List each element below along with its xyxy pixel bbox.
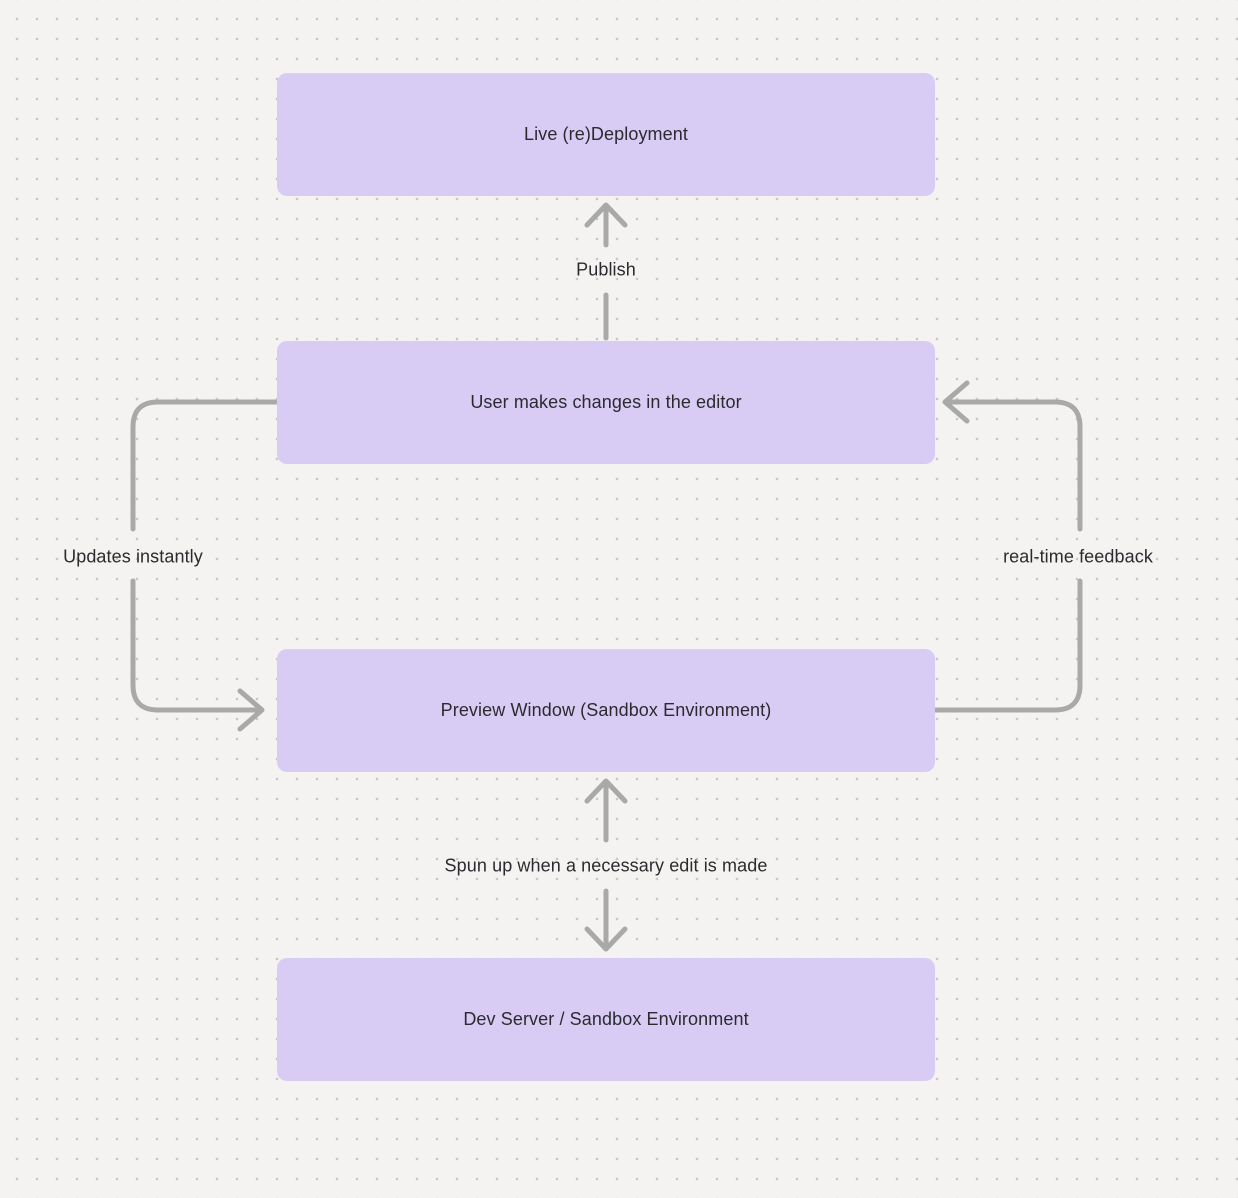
node-live-redeployment-label: Live (re)Deployment — [524, 124, 688, 144]
spun-up-arrow — [584, 778, 628, 952]
node-user-editor-label: User makes changes in the editor — [470, 392, 742, 412]
node-preview-window-label: Preview Window (Sandbox Environment) — [440, 700, 772, 720]
updates-instantly-arrow — [130, 399, 280, 732]
edge-label-spun-up: Spun up when a necessary edit is made — [444, 855, 768, 876]
node-dev-server[interactable]: Dev Server / Sandbox Environment — [277, 958, 935, 1081]
edge-label-updates-instantly: Updates instantly — [63, 546, 203, 567]
node-dev-server-label: Dev Server / Sandbox Environment — [463, 1009, 749, 1029]
edge-label-real-time-feedback: real-time feedback — [1003, 546, 1153, 567]
real-time-feedback-arrow — [932, 380, 1083, 713]
node-live-redeployment[interactable]: Live (re)Deployment — [277, 73, 935, 196]
edge-label-publish: Publish — [576, 259, 636, 280]
node-preview-window[interactable]: Preview Window (Sandbox Environment) — [277, 649, 935, 772]
node-user-editor[interactable]: User makes changes in the editor — [277, 341, 935, 464]
publish-arrow — [584, 202, 628, 341]
